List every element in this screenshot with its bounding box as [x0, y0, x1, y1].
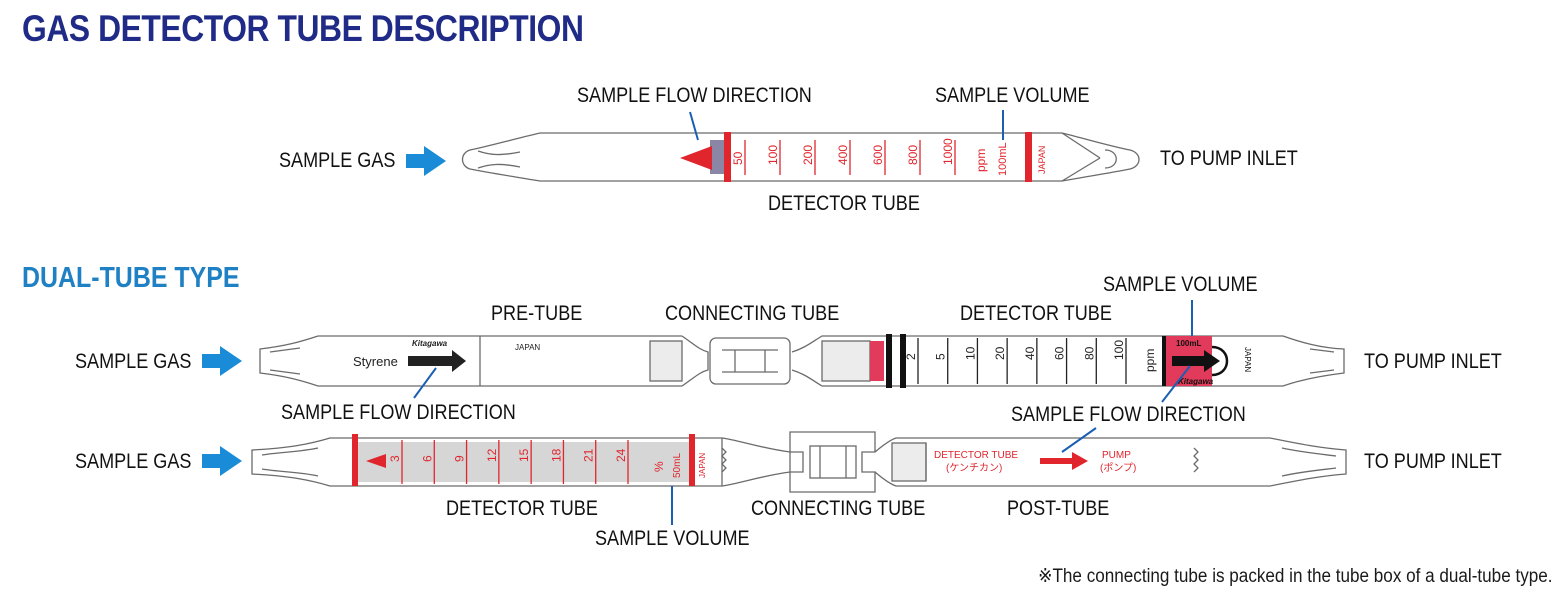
single-scale-tick-label: 400	[836, 145, 850, 165]
dual1-detector-tube-label: DETECTOR TUBE	[960, 302, 1112, 325]
dual2-scale-tick-label: 9	[453, 455, 467, 462]
dual2-post-text-detector-kana: (ケンチカン)	[946, 462, 1002, 474]
single-flow-pointer	[689, 111, 699, 141]
dual1-scale-tick-label: 20	[993, 346, 1007, 360]
single-input-arrow	[406, 146, 446, 176]
dual2-post-text-pump-kana: (ポンプ)	[1100, 462, 1136, 474]
dual1-detector-arrow	[1172, 350, 1220, 372]
dual2-scale-tick-label: 6	[420, 455, 434, 462]
dual1-black-bar-1	[886, 334, 892, 388]
dual1-scale-tick-label: 5	[934, 353, 948, 360]
dual2-post-arrow	[1040, 452, 1088, 470]
dual1-input-arrow	[202, 346, 242, 376]
single-origin: JAPAN	[1037, 146, 1047, 174]
single-flow-direction-label: SAMPLE FLOW DIRECTION	[577, 84, 812, 107]
dual1-scale-tick-label: 100	[1112, 340, 1126, 360]
dual2-scale-tick-label: 18	[549, 448, 563, 462]
dual2-detector-tube-label: DETECTOR TUBE	[446, 497, 598, 520]
dual1-pretube-product: Styrene	[353, 354, 398, 369]
dual2-flow-pointer	[1061, 427, 1097, 453]
dual2-detector-tube	[251, 437, 791, 487]
dual1-sample-volume-label: SAMPLE VOLUME	[1103, 273, 1258, 296]
dual1-scale-tick-label: 10	[963, 346, 977, 360]
single-tube	[461, 132, 1140, 182]
single-volume-mark: 100mL	[997, 142, 1009, 176]
single-sample-volume-label: SAMPLE VOLUME	[935, 84, 1090, 107]
dual1-origin-rotated: JAPAN	[1243, 347, 1252, 372]
dual2-flow-direction-label: SAMPLE FLOW DIRECTION	[1011, 403, 1246, 426]
single-packing	[710, 140, 724, 174]
dual1-pretube-arrow	[408, 350, 466, 372]
dual1-connecting-tube	[709, 337, 791, 385]
dual1-brand: Kitagawa	[412, 339, 448, 348]
dual1-scale: 2 5 10 20 40 60 80 100	[904, 338, 1127, 384]
dual2-post-tube-label: POST-TUBE	[1007, 497, 1110, 520]
dual2-post-text-pump: PUMP	[1102, 450, 1131, 461]
single-to-pump-label: TO PUMP INLET	[1160, 147, 1298, 170]
dual1-connecting-tube-label: CONNECTING TUBE	[665, 302, 840, 325]
dual2-post-tube	[874, 437, 1347, 487]
dual2-connecting-tube	[789, 431, 876, 493]
dual2-origin: JAPAN	[698, 453, 707, 478]
dual2-scale-tick-label: 24	[614, 448, 628, 462]
dual1-flow-pointer	[413, 367, 437, 399]
dual1-brand-2: Kitagawa	[1178, 377, 1214, 386]
dual2-end-bar	[689, 434, 695, 486]
dual1-scale-tick-label: 2	[904, 353, 918, 360]
single-scale-tick-label: 600	[871, 145, 885, 165]
single-flow-arrow	[680, 146, 712, 170]
dual2-connecting-tube-label: CONNECTING TUBE	[751, 497, 926, 520]
dual2-unit: %	[652, 461, 666, 472]
single-scale-tick-label: 50	[731, 151, 745, 165]
dual1-to-pump-label: TO PUMP INLET	[1364, 350, 1502, 373]
dual1-end-loop	[1211, 345, 1229, 377]
dual2-input-arrow	[202, 446, 242, 476]
dual2-sample-volume-label: SAMPLE VOLUME	[595, 527, 750, 550]
dual1-volume-bar	[1162, 336, 1166, 386]
dual2-volume-mark: 50mL	[672, 453, 683, 478]
single-sample-gas-label: SAMPLE GAS	[279, 149, 396, 172]
page-title: GAS DETECTOR TUBE DESCRIPTION	[22, 8, 584, 49]
single-scale-tick-label: 100	[766, 145, 780, 165]
single-end-bar	[1025, 132, 1032, 182]
dual2-sample-gas-label: SAMPLE GAS	[75, 450, 192, 473]
single-scale-tick-label: 200	[801, 145, 815, 165]
single-start-bar	[724, 132, 731, 182]
footnote: ※The connecting tube is packed in the tu…	[1038, 566, 1553, 587]
dual1-pre-tube-label: PRE-TUBE	[491, 302, 583, 325]
dual1-origin: JAPAN	[515, 343, 540, 352]
dual1-pretube	[259, 335, 709, 387]
dual-tube-heading: DUAL-TUBE TYPE	[22, 262, 240, 294]
dual1-scale-tick-label: 80	[1082, 346, 1096, 360]
dual2-scale-tick-label: 3	[388, 455, 402, 462]
dual2-scale-tick-label: 15	[517, 448, 531, 462]
single-scale-tick-label: 800	[906, 145, 920, 165]
dual1-volume-mark: 100mL	[1176, 339, 1201, 348]
dual1-reagent-red	[870, 341, 884, 381]
dual2-to-pump-label: TO PUMP INLET	[1364, 450, 1502, 473]
dual1-detector-flow-pointer	[1161, 365, 1191, 403]
dual1-flow-direction-label: SAMPLE FLOW DIRECTION	[281, 401, 516, 424]
single-detector-tube-label: DETECTOR TUBE	[768, 192, 920, 215]
dual2-post-text-detector: DETECTOR TUBE	[934, 450, 1018, 461]
dual1-detector-tube	[791, 335, 1345, 387]
dual2-flow-arrow	[366, 454, 386, 468]
single-unit: ppm	[974, 149, 988, 172]
dual2-reagent-fill	[356, 442, 692, 482]
dual2-scale: 3 6 9 12 15 18 21 24	[388, 440, 629, 484]
dual2-start-bar	[352, 434, 358, 486]
dual2-scale-tick-label: 21	[582, 448, 596, 462]
dual1-unit: ppm	[1143, 349, 1157, 372]
dual2-scale-tick-label: 12	[485, 448, 499, 462]
dual1-black-bar-2	[900, 334, 906, 388]
single-scale-tick-label: 1000	[941, 138, 955, 165]
dual1-scale-tick-label: 40	[1023, 346, 1037, 360]
single-scale: 50 100 200 400 600 800 1000	[731, 138, 956, 175]
dual1-scale-tick-label: 60	[1053, 346, 1067, 360]
dual1-sample-gas-label: SAMPLE GAS	[75, 350, 192, 373]
